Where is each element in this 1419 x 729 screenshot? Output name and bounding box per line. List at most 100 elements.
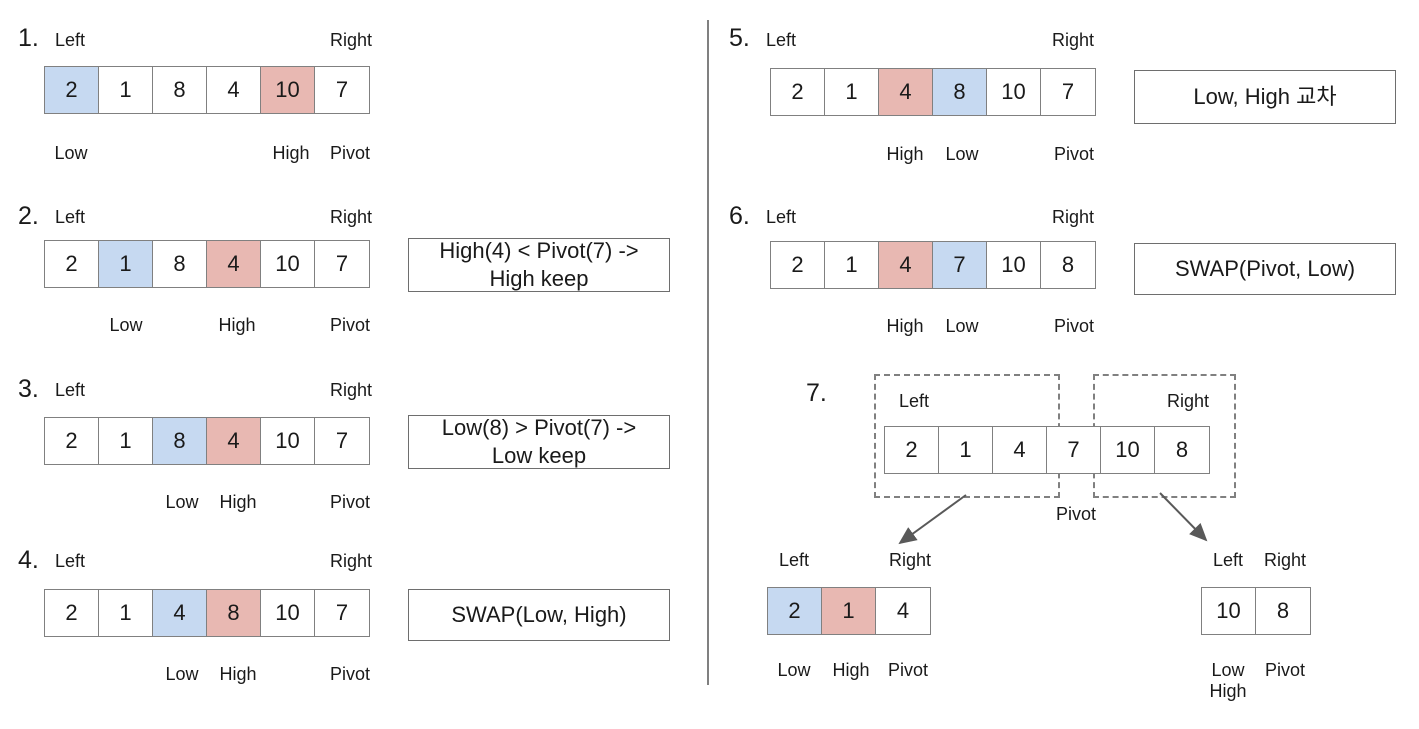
step-7-partition-label-right: Right	[1166, 391, 1210, 411]
array-cell: 1	[822, 588, 876, 634]
step-3-marker-pivot: Pivot	[329, 492, 371, 512]
step-1-label-left: Left	[55, 30, 86, 50]
step-4-marker-pivot: Pivot	[329, 664, 371, 684]
step-3-note: Low(8) > Pivot(7) -> Low keep	[408, 415, 670, 469]
step-7-number: 7.	[806, 379, 827, 407]
step-1-marker-pivot: Pivot	[329, 143, 371, 163]
step-5-note: Low, High 교차	[1134, 70, 1396, 124]
array-cell: 1	[99, 418, 153, 464]
array-cell: 2	[771, 69, 825, 115]
sub-right-label-right: Right	[1263, 550, 1307, 570]
step-3-label-right: Right	[329, 380, 373, 400]
array-cell: 7	[315, 418, 369, 464]
step-4-number: 4.	[18, 546, 39, 574]
array-cell: 4	[207, 418, 261, 464]
array-cell: 4	[153, 590, 207, 636]
array-cell: 1	[99, 590, 153, 636]
array-cell: 7	[315, 590, 369, 636]
array-cell: 2	[45, 418, 99, 464]
array-cell: 4	[207, 67, 261, 113]
step-2-number: 2.	[18, 202, 39, 230]
array-cell: 2	[45, 241, 99, 287]
sub-left-marker-pivot: Pivot	[887, 660, 929, 680]
step-5-label-right: Right	[1051, 30, 1095, 50]
array-cell: 8	[1041, 242, 1095, 288]
array-cell: 10	[987, 69, 1041, 115]
array-cell: 10	[1202, 588, 1256, 634]
step-5-marker-pivot: Pivot	[1053, 144, 1095, 164]
array-cell: 1	[825, 69, 879, 115]
step-4-note: SWAP(Low, High)	[408, 589, 670, 641]
step-2-marker-low: Low	[109, 315, 143, 335]
step-2-marker-high: High	[218, 315, 256, 335]
sub-left-label-left: Left	[778, 550, 810, 570]
step-2-array: 2 1 8 4 10 7	[44, 240, 370, 288]
array-cell: 10	[261, 241, 315, 287]
step-3-number: 3.	[18, 375, 39, 403]
sub-left-label-right: Right	[888, 550, 932, 570]
step-3-marker-low: Low	[165, 492, 199, 512]
array-cell: 7	[1047, 427, 1101, 473]
sub-left-marker-low: Low	[777, 660, 811, 680]
array-cell: 8	[153, 67, 207, 113]
array-cell: 4	[876, 588, 930, 634]
step-5-marker-high: High	[886, 144, 924, 164]
array-cell: 7	[1041, 69, 1095, 115]
array-cell: 2	[45, 590, 99, 636]
array-cell: 10	[261, 67, 315, 113]
arrow-to-left-subarray	[898, 494, 967, 545]
array-cell: 1	[99, 67, 153, 113]
step-4-label-left: Left	[55, 551, 86, 571]
step-6-label-right: Right	[1051, 207, 1095, 227]
sub-right-label-left: Left	[1212, 550, 1244, 570]
array-cell: 8	[207, 590, 261, 636]
array-cell: 1	[939, 427, 993, 473]
array-cell: 8	[153, 418, 207, 464]
array-cell: 7	[933, 242, 987, 288]
step-6-marker-pivot: Pivot	[1053, 316, 1095, 336]
array-cell: 4	[207, 241, 261, 287]
step-2-label-right: Right	[329, 207, 373, 227]
array-cell: 4	[879, 69, 933, 115]
sub-right-marker-pivot: Pivot	[1264, 660, 1306, 680]
step-6-marker-low: Low	[945, 316, 979, 336]
step-1-number: 1.	[18, 24, 39, 52]
array-cell: 2	[45, 67, 99, 113]
sub-left-marker-high: High	[832, 660, 870, 680]
step-5-number: 5.	[729, 24, 750, 52]
step-4-label-right: Right	[329, 551, 373, 571]
array-cell: 10	[261, 418, 315, 464]
array-cell: 1	[825, 242, 879, 288]
step-3-marker-high: High	[219, 492, 257, 512]
step-6-marker-high: High	[886, 316, 924, 336]
array-cell: 1	[99, 241, 153, 287]
array-cell: 8	[1256, 588, 1310, 634]
step-5-label-left: Left	[766, 30, 797, 50]
array-cell: 4	[993, 427, 1047, 473]
array-cell: 8	[933, 69, 987, 115]
array-cell: 10	[1101, 427, 1155, 473]
step-5-array: 2 1 4 8 10 7	[770, 68, 1096, 116]
step-2-label-left: Left	[55, 207, 86, 227]
array-cell: 7	[315, 67, 369, 113]
arrow-to-right-subarray	[1159, 492, 1208, 542]
array-cell: 4	[879, 242, 933, 288]
step-6-note: SWAP(Pivot, Low)	[1134, 243, 1396, 295]
step-3-label-left: Left	[55, 380, 86, 400]
step-4-array: 2 1 4 8 10 7	[44, 589, 370, 637]
array-cell: 8	[1155, 427, 1209, 473]
step-4-marker-high: High	[219, 664, 257, 684]
step-6-label-left: Left	[766, 207, 797, 227]
step-1-array: 2 1 8 4 10 7	[44, 66, 370, 114]
column-divider	[707, 20, 709, 685]
step-4-marker-low: Low	[165, 664, 199, 684]
step-1-label-right: Right	[329, 30, 373, 50]
step-6-number: 6.	[729, 202, 750, 230]
array-cell: 2	[771, 242, 825, 288]
array-cell: 7	[315, 241, 369, 287]
sub-left-array: 2 1 4	[767, 587, 931, 635]
step-7-partition-label-left: Left	[899, 391, 930, 411]
step-2-marker-pivot: Pivot	[329, 315, 371, 335]
sub-right-marker-lowhigh: Low High	[1209, 660, 1247, 701]
array-cell: 8	[153, 241, 207, 287]
